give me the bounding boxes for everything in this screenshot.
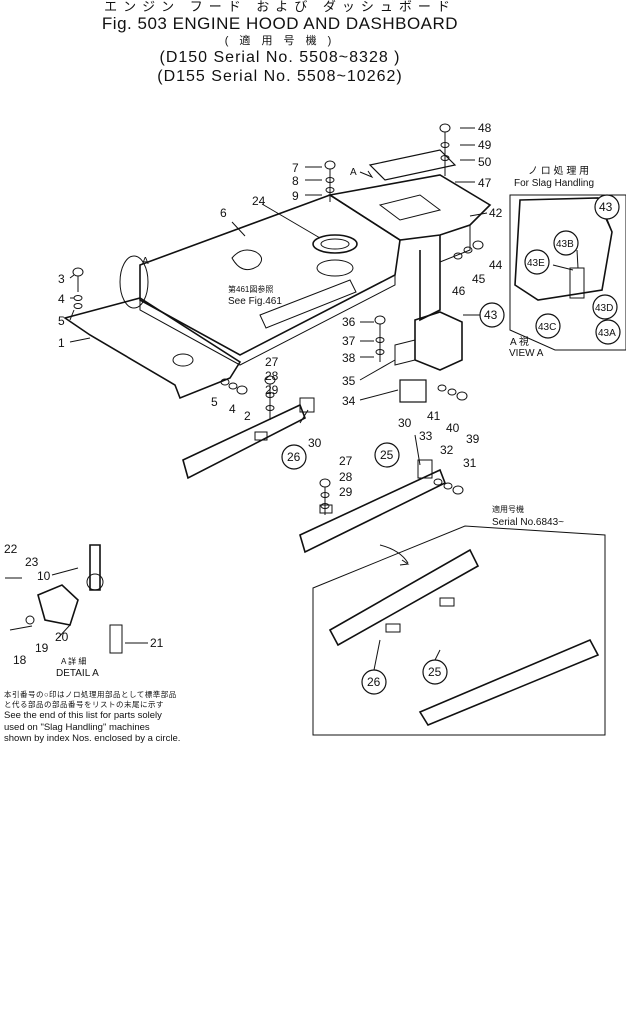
- callout-23: 23: [25, 555, 39, 569]
- footnote-english-3: shown by index Nos. enclosed by a circle…: [4, 733, 181, 744]
- callout-27a: 27: [265, 355, 279, 369]
- callout-32: 32: [440, 443, 454, 457]
- serial-range-label: Serial No.6843~: [492, 517, 564, 528]
- callout-42: 42: [489, 206, 503, 220]
- callout-48: 48: [478, 121, 492, 135]
- title-block: エンジン フード および ダッシュボード Fig. 503 ENGINE HOO…: [60, 0, 500, 86]
- slag-handling-label: For Slag Handling: [514, 178, 594, 189]
- engine-hood: [119, 194, 401, 366]
- circled-43e: 43E: [527, 258, 545, 269]
- view-a-japanese: A 視: [510, 335, 529, 348]
- callout-39: 39: [466, 432, 480, 446]
- callout-46: 46: [452, 284, 466, 298]
- callout-8: 8: [292, 174, 299, 188]
- detail-a-label: DETAIL A: [56, 668, 99, 679]
- callout-7: 7: [292, 161, 299, 175]
- mounting-bracket: [394, 311, 463, 371]
- callout-3: 3: [58, 272, 65, 286]
- callout-5-lower: 5: [211, 395, 218, 409]
- callout-31: 31: [463, 456, 477, 470]
- serial-japanese: 適用号機: [492, 504, 524, 514]
- front-cover: [63, 297, 242, 400]
- callout-6: 6: [220, 206, 227, 220]
- callout-44: 44: [489, 258, 503, 272]
- callout-1: 1: [58, 336, 65, 350]
- callout-40: 40: [446, 421, 460, 435]
- footnote-english-1: See the end of this list for parts solel…: [4, 710, 162, 721]
- circled-43-main: 43: [484, 308, 498, 322]
- callout-49: 49: [478, 138, 492, 152]
- callout-45: 45: [472, 272, 486, 286]
- callout-33: 33: [419, 429, 433, 443]
- footnote-english-2: used on "Slag Handling" machines: [4, 721, 150, 733]
- circled-26-detail: 26: [367, 675, 381, 689]
- callout-34: 34: [342, 394, 356, 408]
- footnote: 本引番号の○印はノロ処理用部品として標準部品 と代る部品の部品番号をリストの末尾…: [4, 690, 304, 745]
- circled-43a: 43A: [598, 328, 616, 339]
- callout-29a: 29: [265, 383, 279, 397]
- callout-41: 41: [427, 409, 441, 423]
- callout-37: 37: [342, 334, 356, 348]
- callout-9: 9: [292, 189, 299, 203]
- callout-36: 36: [342, 315, 356, 329]
- callout-27b: 27: [339, 454, 353, 468]
- serial-line-d150: (D150 Serial No. 5508~8328 ): [159, 49, 401, 66]
- callout-4-lower: 4: [229, 402, 236, 416]
- callout-20: 20: [55, 630, 69, 644]
- callout-19: 19: [35, 641, 49, 655]
- callout-35: 35: [342, 374, 356, 388]
- callout-labels: 1 2 3 4 5 5 4 6 7 8 9 10 18 19 20 21 22 …: [4, 121, 503, 667]
- circled-43c: 43C: [538, 322, 556, 333]
- callout-28a: 28: [265, 369, 279, 383]
- circled-43-view: 43: [599, 200, 613, 214]
- callout-30b: 30: [398, 416, 412, 430]
- callout-30a: 30: [308, 436, 322, 450]
- footnote-japanese-2: と代る部品の部品番号をリストの末尾に示す: [4, 700, 164, 709]
- block-34: [399, 379, 427, 403]
- view-arrow-label: A: [350, 167, 357, 178]
- slag-handling-japanese: ノ ロ 処 理 用: [528, 164, 589, 177]
- circled-43d: 43D: [595, 303, 613, 314]
- callout-24: 24: [252, 194, 266, 208]
- annotations: A A 第461図参照 See Fig.461 ノ ロ 処 理 用 For Sl…: [56, 164, 594, 679]
- callout-21: 21: [150, 636, 164, 650]
- see-fig-reference: See Fig.461: [228, 296, 282, 307]
- callout-4: 4: [58, 292, 65, 306]
- circled-callouts: 43 43 43B 43E 43C 43D 43A 25 25 26 26: [281, 194, 621, 695]
- circle-a-label: A: [142, 256, 149, 267]
- circled-26-main: 26: [287, 450, 301, 464]
- serial-detail-box: [312, 525, 606, 736]
- fasteners: [72, 123, 484, 515]
- title-japanese: エンジン フード および ダッシュボード: [104, 0, 456, 14]
- callout-50: 50: [478, 155, 492, 169]
- callout-10: 10: [37, 569, 51, 583]
- circled-43b: 43B: [556, 239, 574, 250]
- see-fig-japanese: 第461図参照: [228, 284, 273, 294]
- footnote-japanese-1: 本引番号の○印はノロ処理用部品として標準部品: [4, 690, 177, 699]
- callout-28b: 28: [339, 470, 353, 484]
- detail-a-parts: [5, 544, 123, 654]
- callout-2: 2: [244, 409, 251, 423]
- circled-25-detail: 25: [428, 665, 442, 679]
- leader-lines: [51, 127, 613, 644]
- callout-47: 47: [478, 176, 492, 190]
- callout-18: 18: [13, 653, 27, 667]
- callout-38: 38: [342, 351, 356, 365]
- detail-a-japanese: A 詳 細: [61, 656, 86, 666]
- callout-5: 5: [58, 314, 65, 328]
- applicable-serial-japanese: ( 適 用 号 機 ): [224, 35, 336, 47]
- side-plate-25-main: [299, 459, 447, 554]
- circled-25-main: 25: [380, 448, 394, 462]
- figure-title: Fig. 503 ENGINE HOOD AND DASHBOARD: [101, 14, 459, 33]
- callout-29b: 29: [339, 485, 353, 499]
- callout-22: 22: [4, 542, 18, 556]
- view-a-label: VIEW A: [509, 348, 544, 359]
- serial-line-d155: (D155 Serial No. 5508~10262): [157, 68, 403, 85]
